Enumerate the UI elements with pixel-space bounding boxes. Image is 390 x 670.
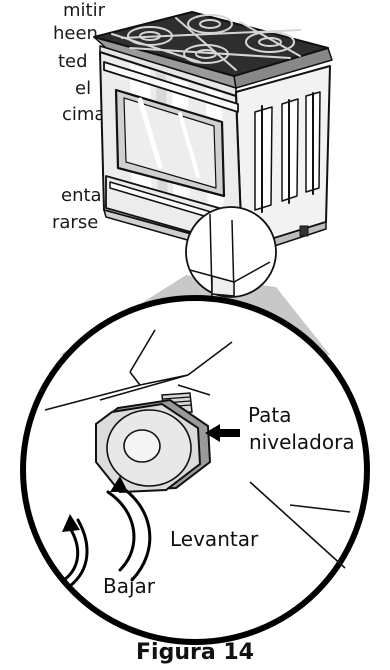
leveling-leg-label-line1: Pata	[248, 403, 292, 427]
lower-arrowhead	[62, 514, 80, 532]
text-fragment: heen	[53, 23, 98, 44]
text-fragment: el	[75, 78, 92, 99]
rotation-arrows	[62, 483, 152, 588]
raise-arrowhead	[110, 476, 128, 492]
pointer-arrow	[205, 424, 240, 442]
leveling-leg	[95, 392, 212, 494]
raise-label: Levantar	[170, 527, 259, 551]
text-fragment: entar	[61, 185, 109, 206]
leveling-leg-label-line2: niveladora	[249, 430, 355, 454]
text-fragment: rarse	[52, 212, 99, 233]
burner-grates	[111, 14, 301, 71]
figure-caption: Figura 14	[136, 640, 254, 665]
lower-label: Bajar	[103, 574, 156, 598]
text-fragment: mitir	[63, 0, 105, 21]
small-circle-detail	[189, 213, 271, 297]
text-fragment: ted	[58, 51, 88, 72]
text-fragment: cima	[62, 104, 106, 125]
stove-bottom-lines	[44, 329, 351, 569]
